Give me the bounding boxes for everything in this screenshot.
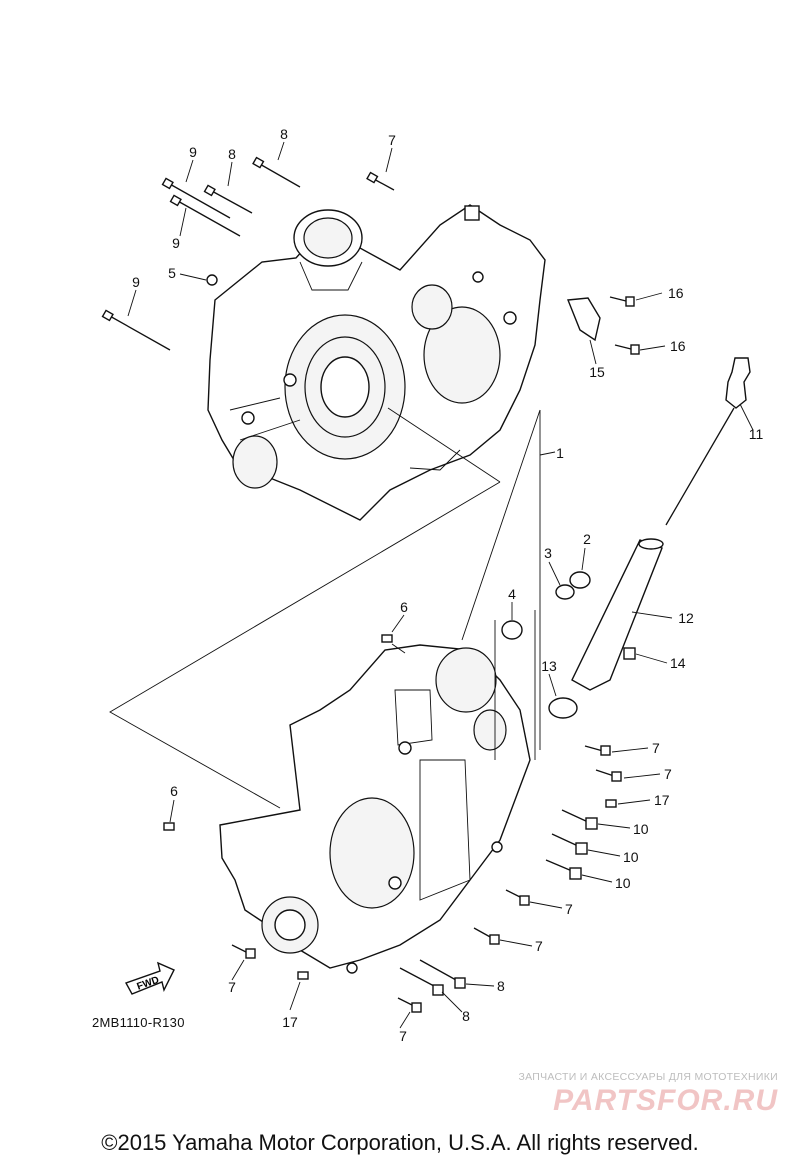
bolt-7-r2 <box>595 769 622 782</box>
dowel-6-b <box>163 822 175 831</box>
fasteners <box>101 156 751 1013</box>
callout-label: 8 <box>462 1008 470 1024</box>
callout-label: 12 <box>678 610 694 626</box>
bolt-9-c <box>101 309 171 351</box>
callout-label: 9 <box>189 144 197 160</box>
callout-label: 11 <box>749 426 764 442</box>
bolt-7-r1 <box>584 745 611 756</box>
bolt-8-r1 <box>419 959 466 989</box>
bolt-7-r3 <box>505 889 530 906</box>
callout-label: 10 <box>633 821 649 837</box>
callout-label: 9 <box>132 274 140 290</box>
callout-label: 6 <box>170 783 178 799</box>
callout-label: 13 <box>541 658 557 674</box>
callout-label: 17 <box>282 1014 298 1030</box>
callout-label: 8 <box>228 146 236 162</box>
callout-label: 5 <box>168 265 176 281</box>
bolt-7-top <box>366 171 395 191</box>
bolt-7-b <box>397 997 422 1013</box>
copyright-notice: ©2015 Yamaha Motor Corporation, U.S.A. A… <box>101 1130 699 1155</box>
dowel-17-r <box>605 799 617 808</box>
callout-label: 6 <box>400 599 408 615</box>
bolt-9-b <box>169 194 241 237</box>
callout-label: 14 <box>670 655 686 671</box>
bracket-15 <box>567 297 601 342</box>
bolt-16-a <box>609 296 635 307</box>
crankcase-right-half <box>219 644 531 974</box>
bolt-8-top <box>252 156 301 188</box>
callout-label: 15 <box>589 364 605 380</box>
callout-label: 7 <box>228 979 236 995</box>
bolt-9-a <box>161 177 231 219</box>
bolt-10-b <box>551 833 588 855</box>
callout-label: 16 <box>668 285 684 301</box>
callout-label: 8 <box>280 126 288 142</box>
plug-5 <box>206 274 218 286</box>
diagram-code: 2MB1110-R130 <box>92 1015 185 1030</box>
plug-2 <box>569 571 591 589</box>
dowel-6-a <box>381 634 393 643</box>
bolt-14 <box>623 647 636 660</box>
callout-labels: 8 7 9 8 9 5 9 16 16 15 11 1 2 3 4 12 6 1… <box>132 126 763 1044</box>
callout-label: 4 <box>508 586 516 602</box>
callout-label: 10 <box>615 875 631 891</box>
callout-label: 9 <box>172 235 180 251</box>
alignment-lines <box>109 407 541 809</box>
dipstick-11 <box>665 357 751 526</box>
watermark: ЗАПЧАСТИ И АКСЕССУАРЫ ДЛЯ МОТОТЕХНИКИ PA… <box>518 1071 778 1117</box>
oil-filler-tube-12 <box>571 538 664 691</box>
bolt-10-c <box>545 859 582 880</box>
callout-label: 7 <box>399 1028 407 1044</box>
callout-label: 2 <box>583 531 591 547</box>
crankcase-left-half <box>207 204 546 521</box>
fwd-label: FWD <box>136 975 161 993</box>
callout-label: 10 <box>623 849 639 865</box>
dowel-17-b <box>297 971 309 980</box>
bolt-16-b <box>614 344 640 355</box>
fwd-arrow-icon: FWD <box>124 961 175 995</box>
callout-label: 7 <box>652 740 660 756</box>
collar-4 <box>501 620 523 640</box>
callout-label: 7 <box>565 901 573 917</box>
leader-lines <box>127 141 754 1029</box>
bolt-8-r2 <box>399 967 444 996</box>
oring-3 <box>555 584 575 600</box>
callout-label: 16 <box>670 338 686 354</box>
callout-label: 7 <box>388 132 396 148</box>
bolt-7-l <box>231 944 256 959</box>
callout-label: 17 <box>654 792 670 808</box>
bolt-7-r4 <box>473 927 500 945</box>
callout-label: 1 <box>556 445 564 461</box>
bolt-10-a <box>561 809 598 830</box>
watermark-brand: PARTSFOR.RU <box>553 1084 778 1117</box>
callout-label: 7 <box>535 938 543 954</box>
callout-label: 8 <box>497 978 505 994</box>
oring-13 <box>548 697 578 719</box>
bolt-8-b <box>203 184 253 214</box>
callout-label: 7 <box>664 766 672 782</box>
watermark-tagline: ЗАПЧАСТИ И АКСЕССУАРЫ ДЛЯ МОТОТЕХНИКИ <box>518 1071 778 1083</box>
callout-label: 3 <box>544 545 552 561</box>
